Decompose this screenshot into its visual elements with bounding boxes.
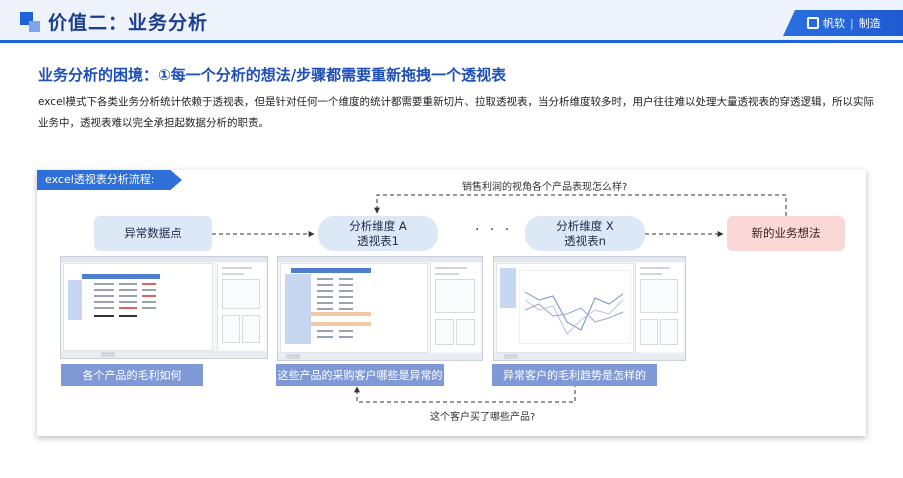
brand-icon	[807, 17, 819, 29]
caption-product-margin: 各个产品的毛利如何	[61, 364, 203, 386]
excel-screenshot-1	[60, 256, 268, 359]
caption-margin-trend: 异常客户的毛利趋势是怎样的	[492, 364, 657, 386]
panel-tag: excel透视表分析流程:	[37, 170, 182, 190]
excel-screenshot-3	[493, 256, 686, 361]
brand-name: 帆软	[823, 17, 845, 30]
title-squares-icon	[20, 12, 40, 32]
excel-screenshot-2	[277, 256, 483, 361]
caption-abnormal-customers-text: 这些产品的采购客户哪些是异常的	[277, 369, 443, 382]
node-anomaly-label: 异常数据点	[124, 226, 182, 240]
caption-abnormal-customers: 这些产品的采购客户哪些是异常的	[276, 364, 444, 386]
brand-logo: 帆软 | 制造	[783, 10, 903, 36]
top-question: 销售利润的视角各个产品表现怎么样?	[462, 182, 628, 193]
node-dimension-a-line2: 透视表1	[357, 233, 399, 248]
description-paragraph: excel模式下各类业务分析统计依赖于透视表，但是针对任何一个维度的统计都需要重…	[38, 96, 874, 129]
node-dimension-x: 分析维度 X 透视表n	[525, 216, 645, 251]
node-dimension-a: 分析维度 A 透视表1	[318, 216, 438, 251]
bottom-question: 这个客户买了哪些产品?	[430, 412, 536, 423]
ellipsis: · · ·	[475, 222, 513, 238]
caption-margin-trend-text: 异常客户的毛利趋势是怎样的	[503, 369, 646, 382]
node-anomaly: 异常数据点	[94, 216, 212, 251]
section-heading: 业务分析的困境：①每一个分析的想法/步骤都需要重新拖拽一个透视表	[38, 66, 507, 84]
header-bar	[0, 0, 903, 42]
node-new-idea: 新的业务想法	[727, 216, 845, 251]
trend-line-chart	[519, 270, 631, 344]
header-divider	[0, 40, 903, 43]
node-dimension-x-line1: 分析维度 X	[556, 218, 614, 233]
node-new-idea-label: 新的业务想法	[751, 226, 821, 240]
page-title: 价值二：业务分析	[48, 12, 209, 34]
brand-sub: 制造	[858, 17, 881, 30]
node-dimension-x-line2: 透视表n	[564, 233, 606, 248]
node-dimension-a-line1: 分析维度 A	[349, 218, 407, 233]
brand-separator: |	[850, 16, 854, 30]
caption-product-margin-text: 各个产品的毛利如何	[82, 369, 182, 382]
